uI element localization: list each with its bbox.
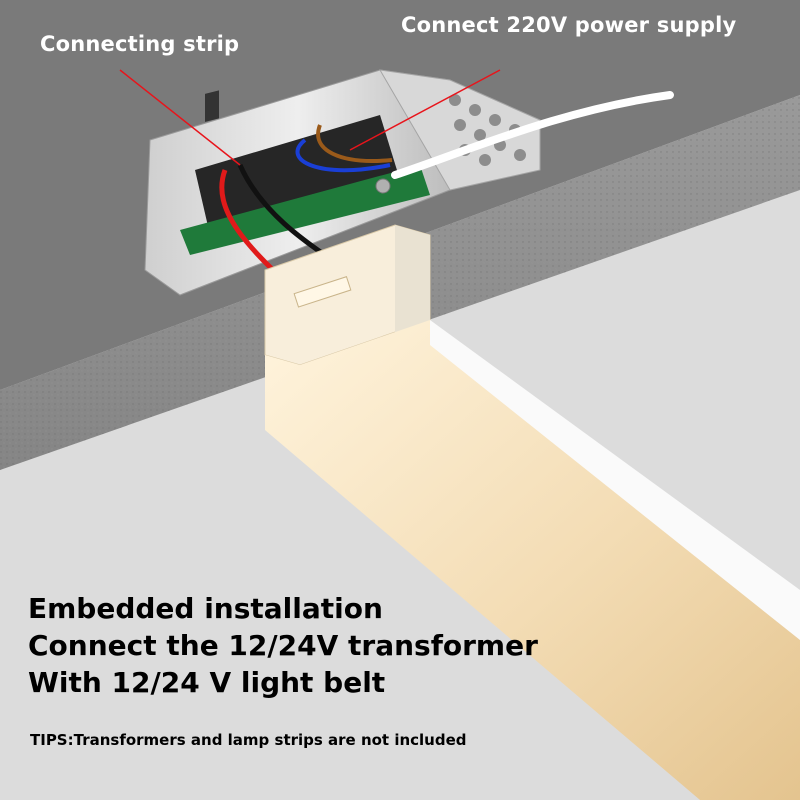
tips-note: TIPS:Transformers and lamp strips are no…: [30, 731, 467, 749]
wire-blue: [295, 138, 391, 173]
caption-line-1: Embedded installation: [28, 592, 383, 625]
caption-line-2: Connect the 12/24V transformer: [28, 629, 538, 662]
caption-line-3: With 12/24 V light belt: [28, 666, 386, 699]
callout-power-supply: Connect 220V power supply: [401, 13, 737, 37]
led-profile: [264, 224, 800, 800]
wire-brown: [316, 124, 393, 163]
callout-connecting-strip: Connecting strip: [40, 32, 240, 56]
caption-block: Embedded installation Connect the 12/24V…: [28, 590, 538, 701]
power-cable: [391, 91, 674, 179]
transformer-box: [144, 69, 541, 296]
leader-line-connecting-strip: [119, 69, 241, 166]
leader-line-power-supply: [349, 69, 501, 151]
